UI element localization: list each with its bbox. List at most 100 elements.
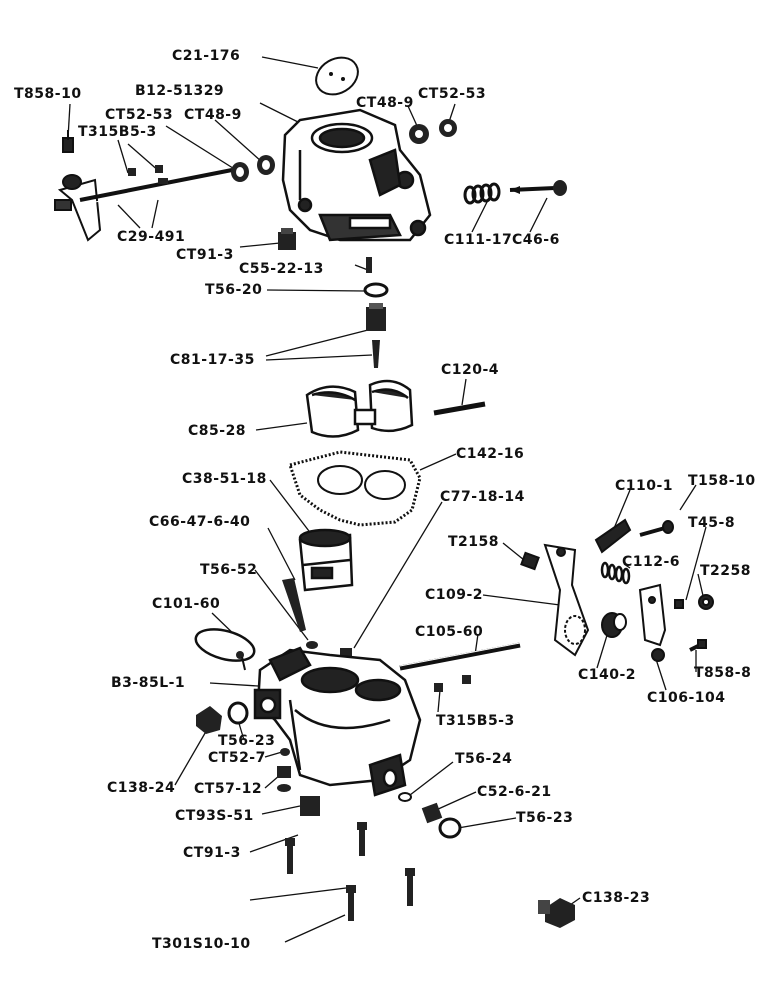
cover-disc	[315, 56, 359, 96]
leader-line	[261, 56, 319, 69]
leader-line	[284, 914, 346, 943]
part-label: T45-8	[688, 515, 736, 531]
washer	[363, 282, 389, 298]
plug	[278, 232, 296, 250]
part-label: T315B5-3	[78, 124, 157, 140]
idle-spring	[463, 182, 501, 205]
hole	[341, 77, 345, 81]
leader-line	[502, 542, 525, 561]
part-label: C106-104	[647, 690, 726, 706]
part-label: CT91-3	[183, 845, 241, 861]
part-label: CT57-12	[194, 781, 263, 797]
part-label: T2258	[700, 563, 752, 579]
part-label: C85-28	[188, 423, 247, 439]
screw	[434, 683, 443, 692]
float-axle	[433, 401, 486, 416]
part-label: T858-8	[694, 665, 752, 681]
part-label: C52-6-21	[477, 784, 552, 800]
leader-line	[353, 501, 443, 649]
leader-line	[679, 484, 697, 511]
part-label: C105-60	[415, 624, 484, 640]
part-label: T158-10	[688, 473, 756, 489]
leader-line	[117, 139, 129, 174]
leader-line	[623, 563, 631, 569]
venturi	[298, 528, 354, 592]
leader-line	[685, 526, 707, 601]
leader-line	[151, 199, 159, 229]
leader-line	[407, 105, 419, 129]
part-label: C111-17	[444, 232, 513, 248]
screw	[462, 675, 471, 684]
leader-line	[457, 817, 517, 829]
part-label: T56-52	[200, 562, 258, 578]
part-label: CT91-3	[176, 247, 234, 263]
part-label: CT52-53	[418, 86, 487, 102]
leader-line	[354, 264, 369, 271]
part-label: C29-491	[117, 229, 186, 245]
part-label: C110-1	[615, 478, 674, 494]
lower-plugs-and-washers	[196, 701, 462, 839]
part-label: CT93S-51	[175, 808, 254, 824]
idle-needle-screw	[509, 180, 567, 196]
leader-line	[264, 751, 283, 758]
part-label: C55-22-13	[239, 261, 324, 277]
needle-seat	[366, 307, 386, 331]
leader-line	[266, 289, 366, 292]
part-label: B3-85L-1	[111, 675, 186, 691]
leader-line	[174, 727, 209, 786]
inlet-needle	[372, 340, 380, 368]
leader-line	[261, 805, 301, 815]
part-label: CT52-53	[105, 107, 174, 123]
leader-line	[482, 594, 561, 606]
part-label: CT48-9	[356, 95, 414, 111]
leader-line	[409, 761, 454, 796]
leader-line	[249, 834, 299, 853]
part-label: T56-20	[205, 282, 263, 298]
leader-line	[117, 204, 141, 229]
part-label: C109-2	[425, 587, 484, 603]
throttle-lever-assembly	[520, 518, 714, 662]
part-label: C138-23	[582, 890, 651, 906]
screw	[366, 257, 372, 273]
part-label: C66-47-6-40	[149, 514, 251, 530]
leader-line	[419, 453, 457, 471]
main-jet	[282, 578, 306, 632]
part-label: T858-10	[14, 86, 82, 102]
part-label: CT48-9	[184, 107, 242, 123]
part-label: C77-18-14	[440, 489, 525, 505]
part-label: C138-24	[107, 780, 176, 796]
choke-shaft-assembly	[54, 130, 233, 242]
leader-line	[255, 422, 308, 431]
small-screws	[128, 165, 168, 184]
part-label: CT52-7	[208, 750, 266, 766]
part-label: T56-24	[455, 751, 513, 767]
part-label: T2158	[448, 534, 500, 550]
leader-line	[214, 119, 263, 163]
part-label: C112-6	[622, 554, 681, 570]
hole	[329, 72, 333, 76]
part-label: C21-176	[172, 48, 241, 64]
bowl-gasket	[288, 450, 422, 527]
part-label: C46-6	[512, 232, 560, 248]
part-label: C142-16	[456, 446, 525, 462]
leader-line	[259, 102, 301, 124]
leader-line	[437, 689, 441, 713]
leader-line	[529, 197, 548, 233]
part-label: C81-17-35	[170, 352, 255, 368]
leader-line	[239, 242, 281, 248]
leader-line	[596, 631, 609, 669]
cover-gasket	[194, 628, 256, 662]
drain-plug	[538, 898, 575, 928]
leader-line	[267, 527, 296, 581]
part-label: B12-51329	[135, 83, 225, 99]
part-label: C38-51-18	[182, 471, 267, 487]
part-label: C120-4	[441, 362, 500, 378]
leader-line	[265, 354, 373, 361]
air-intake-body	[281, 108, 432, 242]
mounting-bolts	[285, 822, 415, 921]
leader-line	[435, 791, 477, 811]
leader-line	[165, 125, 237, 171]
float	[305, 379, 414, 438]
